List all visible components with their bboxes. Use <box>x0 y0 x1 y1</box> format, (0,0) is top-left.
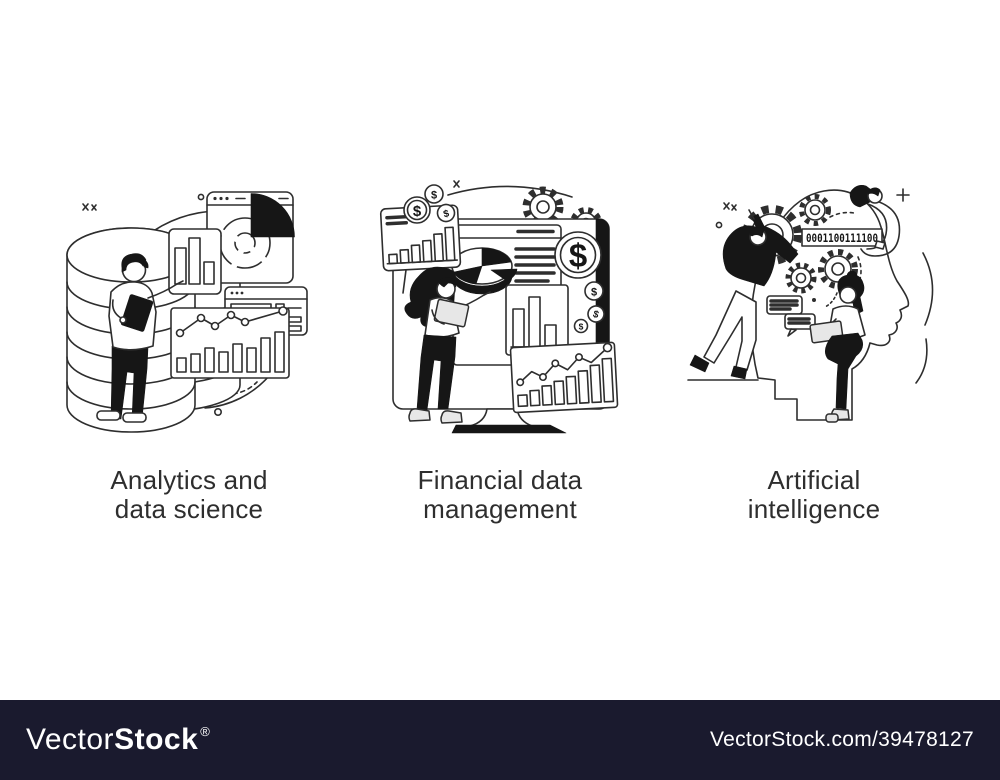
shoe <box>825 413 839 423</box>
binary-code-banner: 0001100111100 <box>801 228 883 247</box>
dollar-sign: $ <box>591 309 600 321</box>
caption-line: Analytics and <box>110 465 268 495</box>
pie-chart-3d-icon <box>451 247 518 295</box>
head <box>839 286 857 304</box>
caption-line: Artificial <box>767 465 861 495</box>
finance-illustration-svg: $ $ $ $ $ <box>379 180 619 434</box>
jacket <box>722 213 799 287</box>
watermark-url: VectorStock.com/39478127 <box>709 728 974 751</box>
growth-chart-panel-icon <box>509 341 619 414</box>
shoe <box>96 410 121 421</box>
ai-illustration: 0001100111100 <box>680 173 962 460</box>
arm <box>111 299 122 319</box>
shoe <box>440 410 463 424</box>
binary-code-label: 0001100111100 <box>806 231 878 245</box>
caption-line: Financial data <box>417 465 583 495</box>
tablet <box>433 298 470 328</box>
ai-illustration-svg: 0001100111100 <box>687 185 934 423</box>
caption-line: data science <box>114 494 264 524</box>
logo-brand-bold: Stock <box>114 723 199 756</box>
arm <box>431 309 445 325</box>
caption-line: intelligence <box>747 494 881 524</box>
dollar-sign: $ <box>413 203 422 220</box>
hair <box>121 253 147 273</box>
arm <box>147 283 178 299</box>
dollar-sign: $ <box>442 208 450 220</box>
trend-line <box>519 346 609 384</box>
dollar-sign: $ <box>431 190 437 202</box>
monitor-base <box>451 424 567 434</box>
dollar-sign: $ <box>579 322 584 332</box>
analytics-illustration-svg <box>66 191 308 433</box>
dollar-coin-small-icons: $ $ $ <box>403 184 456 224</box>
shoe <box>408 408 431 422</box>
hair <box>867 187 881 197</box>
engineer-person <box>689 209 799 380</box>
decorative-arcs <box>687 188 934 384</box>
shoe <box>122 412 147 423</box>
caption-finance: Financial data management <box>375 466 625 524</box>
chat-bubbles-icon <box>766 295 816 337</box>
leggings <box>416 334 457 411</box>
tablet <box>120 294 154 332</box>
shoe <box>689 354 710 373</box>
shoe <box>730 365 748 380</box>
analytics-illustration <box>55 180 325 450</box>
caption-line: management <box>423 494 577 524</box>
hair <box>749 226 765 238</box>
logo-brand-light: Vector <box>26 723 115 756</box>
analyst-person <box>96 253 184 423</box>
pants <box>703 290 757 371</box>
dollar-coin-large-icon: $ $ $ $ <box>554 231 605 334</box>
pie-slice-filled <box>250 193 295 238</box>
hand <box>874 240 886 250</box>
trend-line <box>179 310 284 334</box>
vectorstock-logo: VectorStock® <box>26 723 210 757</box>
pants <box>110 345 149 420</box>
analytics-chart-panel-icon <box>170 306 290 379</box>
caption-analytics: Analytics and data science <box>64 466 314 524</box>
bar-chart-card-icon <box>168 228 222 295</box>
caption-ai: Artificial intelligence <box>689 466 939 524</box>
watermark-bar: VectorStock® VectorStock.com/39478127 <box>0 700 1000 780</box>
finance-bar-card-icon <box>379 204 462 294</box>
dollar-sign: $ <box>591 287 597 299</box>
donut-chart-browser-icon <box>197 191 295 284</box>
registered-mark: ® <box>200 724 211 739</box>
dashed-decorations <box>812 211 862 308</box>
ai-developer-person <box>809 270 866 423</box>
finance-illustration: $ $ $ $ $ <box>360 173 640 460</box>
leggings <box>824 332 864 410</box>
dollar-sign: $ <box>569 237 587 274</box>
finance-person <box>404 266 491 424</box>
top-person <box>849 185 901 257</box>
